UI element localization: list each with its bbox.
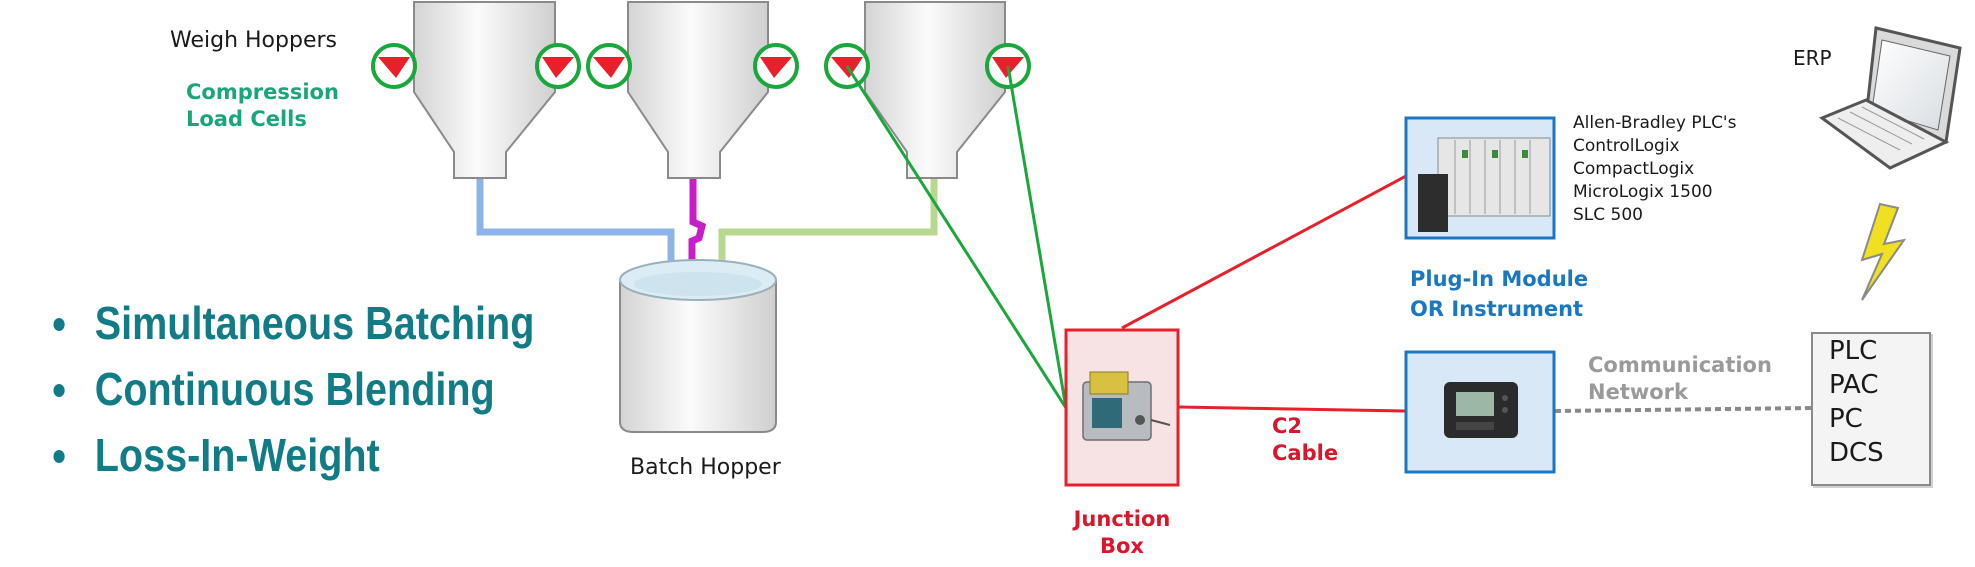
communication-network-line [1554,406,1812,413]
plugin-module-label: Plug-In Module OR Instrument [1410,264,1588,324]
pipe-magenta [688,178,707,282]
plc-list-item: ControlLogix [1573,136,1680,156]
laptop-icon [1818,26,1962,170]
load-cells-label: Compression Load Cells [186,79,339,133]
erp-label: ERP [1793,46,1832,70]
feature-text: Simultaneous Batching [94,297,535,349]
batch-hopper [619,259,777,433]
plc-rack-module [1404,116,1556,240]
feature-text: Loss-In-Weight [94,429,380,481]
c2-cable-label: C2 Cable [1272,413,1338,467]
batch-hopper-label: Batch Hopper [630,455,781,480]
plugin-module-label-line-1: Plug-In Module [1410,267,1589,291]
load-cell-3 [586,43,632,89]
weigh-hopper-1 [413,1,556,179]
load-cells-label-line-2: Load Cells [186,107,307,131]
feature-item: Continuous Blending [38,356,534,422]
plc-list-item: MicroLogix 1500 [1573,182,1713,202]
pipe-blue [476,178,675,282]
junction-box [1064,328,1180,487]
bullet-dot [53,450,65,463]
feature-list: Simultaneous Batching Continuous Blendin… [38,290,615,488]
bullet-dot [53,384,65,397]
system-item: PLC [1829,336,1878,366]
communication-network-label: Communication Network [1588,352,1772,406]
weigh-hopper-2 [627,1,769,179]
weigh-hopper-3 [864,1,1006,179]
pipe-green [718,178,938,282]
plc-list-item: Allen-Bradley PLC's [1573,113,1737,133]
bullet-dot [53,318,65,331]
plc-list: Allen-Bradley PLC's ControlLogix Compact… [1573,112,1736,227]
system-item: PC [1829,404,1863,434]
c2-cable-label-line-1: C2 [1272,414,1303,438]
red-cables [1121,174,1407,413]
system-item: DCS [1829,438,1884,468]
load-cell-4 [753,43,799,89]
plugin-module-label-line-2: OR Instrument [1410,297,1584,321]
junction-box-label-line-1: Junction [1073,507,1171,531]
load-cell-cables [845,65,1068,409]
load-cells-label-line-1: Compression [186,80,339,104]
feature-text: Continuous Blending [94,363,495,415]
lightning-icon [1860,202,1907,301]
load-cell-1 [371,43,417,89]
control-systems-box: PLC PAC PC DCS [1811,332,1931,486]
load-cell-2 [535,43,581,89]
instrument-module [1404,350,1556,474]
c2-cable-label-line-2: Cable [1272,441,1339,465]
feature-item: Simultaneous Batching [38,290,534,356]
system-item: PAC [1829,370,1879,400]
junction-box-label-line-2: Box [1100,534,1144,558]
communication-network-label-line-2: Network [1588,380,1689,404]
plc-list-item: SLC 500 [1573,205,1643,225]
plc-list-item: CompactLogix [1573,159,1695,179]
weigh-hoppers-label: Weigh Hoppers [170,28,337,53]
feature-item: Loss-In-Weight [38,422,534,488]
communication-network-label-line-1: Communication [1588,353,1772,377]
junction-box-label: Junction Box [1064,506,1180,560]
